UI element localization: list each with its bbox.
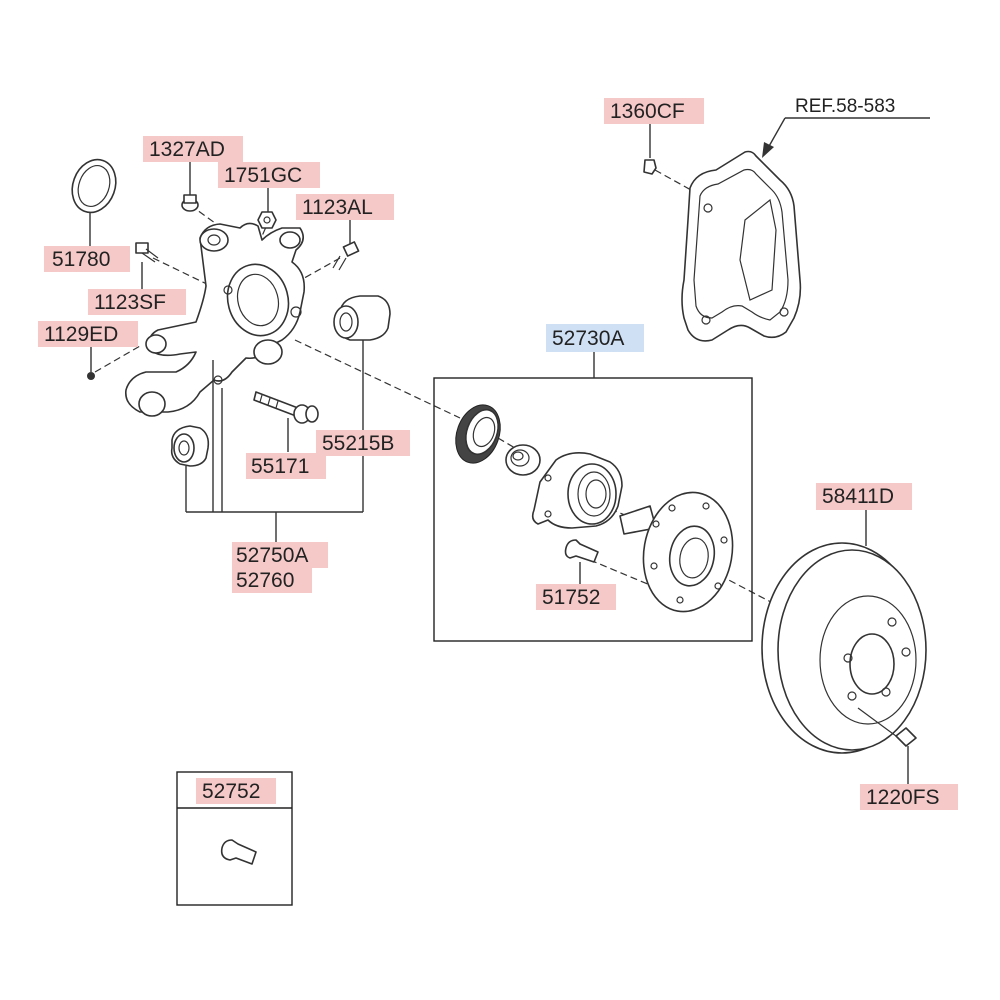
label-text: 1220FS bbox=[866, 786, 940, 809]
label-1129ED: 1129ED bbox=[38, 321, 138, 347]
hub-flange-part bbox=[619, 491, 734, 613]
label-1123SF: 1123SF bbox=[88, 289, 186, 315]
label-51780: 51780 bbox=[44, 246, 130, 272]
label-55215B: 55215B bbox=[316, 430, 410, 456]
leader-52750A bbox=[185, 340, 364, 542]
knuckle-part bbox=[124, 222, 306, 417]
label-text: 51780 bbox=[52, 248, 110, 271]
label-52760: 52760 bbox=[232, 568, 312, 593]
label-58411D: 58411D bbox=[816, 483, 912, 510]
hub-nut-part bbox=[505, 444, 541, 476]
label-text: 52730A bbox=[552, 327, 624, 350]
label-text: 1751GC bbox=[224, 164, 302, 187]
label-ref-58-583: REF.58-583 bbox=[795, 96, 895, 117]
label-text: 52760 bbox=[236, 569, 294, 592]
label-1220FS: 1220FS bbox=[860, 784, 958, 810]
label-text: 1123SF bbox=[94, 291, 166, 314]
label-text: 55171 bbox=[251, 455, 309, 478]
screw-1129ED bbox=[87, 372, 95, 380]
bolt-1123AL bbox=[332, 241, 360, 271]
label-text: 52752 bbox=[202, 780, 260, 803]
stud-51752 bbox=[564, 539, 599, 563]
tone-wheel-part bbox=[455, 404, 501, 464]
label-text: 51752 bbox=[542, 586, 600, 609]
screw-1220FS bbox=[857, 707, 917, 747]
label-text: 1129ED bbox=[44, 323, 118, 346]
bolt-1123SF bbox=[135, 242, 159, 263]
bolt-1360CF bbox=[643, 159, 657, 175]
label-1327AD: 1327AD bbox=[143, 136, 243, 162]
label-text: 55215B bbox=[322, 432, 394, 455]
label-52750A: 52750A bbox=[232, 542, 328, 568]
label-text: 52750A bbox=[236, 544, 308, 567]
brake-disc-part bbox=[761, 542, 927, 754]
bushing-55215B bbox=[333, 295, 391, 341]
label-1123AL: 1123AL bbox=[296, 194, 394, 220]
label-55171: 55171 bbox=[246, 453, 326, 479]
label-52752: 52752 bbox=[196, 778, 276, 804]
bolt-1327AD bbox=[181, 194, 199, 212]
label-text: 58411D bbox=[822, 485, 894, 508]
label-text: 1123AL bbox=[302, 196, 373, 219]
label-52730A: 52730A bbox=[546, 324, 644, 352]
bolt-55171 bbox=[253, 391, 319, 424]
caliper-bracket-part bbox=[681, 150, 802, 342]
ref-text: REF.58-583 bbox=[795, 96, 895, 117]
nut-1751GC bbox=[257, 211, 277, 229]
snap-ring-part bbox=[71, 158, 117, 214]
hub-assembly-box bbox=[433, 377, 753, 642]
bearing-housing-part bbox=[531, 452, 623, 529]
stud-52752 bbox=[220, 839, 257, 865]
label-text: 1327AD bbox=[149, 138, 225, 161]
label-text: 1360CF bbox=[610, 100, 685, 123]
label-1751GC: 1751GC bbox=[218, 162, 320, 188]
bushing-lower bbox=[170, 425, 210, 467]
label-51752: 51752 bbox=[536, 584, 616, 610]
stud-box bbox=[176, 771, 293, 906]
label-1360CF: 1360CF bbox=[604, 98, 704, 124]
